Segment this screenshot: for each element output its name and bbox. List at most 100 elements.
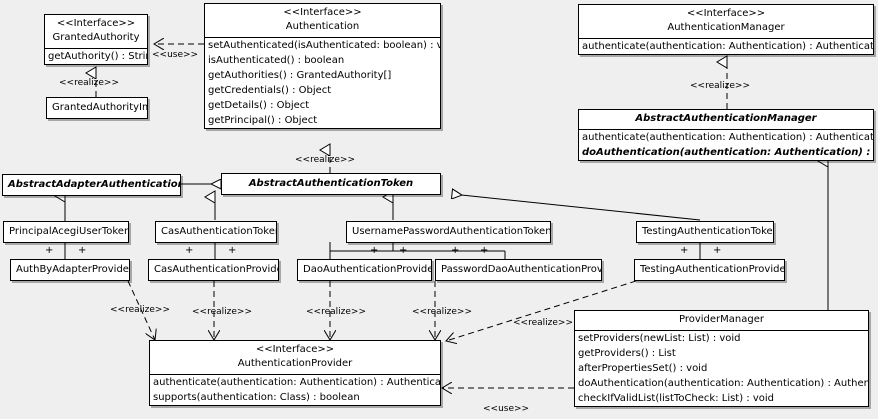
class-box-abstract-adapter-authentication-token[interactable]: AbstractAdapterAuthenticationToken (2, 174, 181, 196)
member-row: getDetails() : Object (208, 100, 310, 111)
class-members: getAuthority() : String (45, 48, 147, 64)
class-header: PrincipalAcegiUserToken (4, 222, 128, 242)
class-box-username-password-authentication-token[interactable]: UsernamePasswordAuthenticationToken (346, 221, 551, 243)
class-header: DaoAuthenticationProvider (298, 260, 431, 280)
class-header: UsernamePasswordAuthenticationToken (347, 222, 550, 242)
member-row: doAuthentication(authentication: Authent… (578, 378, 868, 389)
class-name: AuthByAdapterProvider (16, 264, 130, 275)
class-header: AbstractAuthenticationManager (579, 110, 873, 129)
class-name: AuthenticationManager (667, 22, 785, 33)
class-header: ProviderManager (575, 311, 868, 330)
assoc-plus-marker: + (45, 245, 54, 256)
class-name: AbstractAdapterAuthenticationToken (8, 179, 180, 190)
member-row: getAuthorities() : GrantedAuthority[] (208, 70, 392, 81)
class-header: <<Interface>> Authentication (205, 4, 440, 37)
edge-label-use-provider-manager: <<use>> (483, 404, 530, 414)
class-name: PrincipalAcegiUserToken (9, 226, 129, 237)
assoc-plus-marker: + (78, 245, 87, 256)
edge-label-use-granted-authority: <<use>> (152, 50, 199, 60)
class-box-granted-authority[interactable]: <<Interface>> GrantedAuthority getAuthor… (44, 14, 148, 65)
member-row: getPrincipal() : Object (208, 115, 318, 126)
class-name: CasAuthenticationProvider (154, 264, 279, 275)
stereotype-label: <<Interface>> (686, 8, 766, 19)
class-header: CasAuthenticationProvider (149, 260, 278, 280)
class-members: setAuthenticated(isAuthenticated: boolea… (205, 37, 440, 128)
class-box-testing-authentication-provider[interactable]: TestingAuthenticationProvider (634, 259, 785, 281)
member-row: doAuthentication(authentication: Authent… (582, 147, 873, 158)
assoc-plus-marker: + (185, 245, 194, 256)
class-header: AbstractAuthenticationToken (222, 174, 440, 194)
edge-label-realize-abstract-authentication-manager: <<realize>> (690, 81, 750, 91)
class-box-auth-by-adapter-provider[interactable]: AuthByAdapterProvider (10, 259, 130, 281)
class-header: <<Interface>> GrantedAuthority (45, 15, 147, 48)
member-row: getCredentials() : Object (208, 85, 332, 96)
edge-generalize-testingauthenticationtoken (452, 194, 701, 221)
class-box-abstract-authentication-token[interactable]: AbstractAuthenticationToken (221, 173, 441, 195)
member-row: checkIfValidList(listToCheck: List) : vo… (578, 393, 775, 404)
class-box-principal-acegi-user-token[interactable]: PrincipalAcegiUserToken (3, 221, 129, 243)
assoc-plus-marker: + (399, 245, 408, 256)
class-header: <<Interface>> AuthenticationProvider (150, 341, 440, 374)
edge-label-realize-cas-authentication-provider: <<realize>> (192, 307, 252, 317)
class-name: DaoAuthenticationProvider (303, 264, 432, 275)
member-row: authenticate(authentication: Authenticat… (582, 41, 874, 52)
class-name: ProviderManager (678, 314, 764, 325)
member-row: getProviders() : List (578, 348, 676, 359)
class-box-cas-authentication-token[interactable]: CasAuthenticationToken (155, 221, 277, 243)
member-row: isAuthenticated() : boolean (208, 55, 345, 66)
class-box-granted-authority-impl[interactable]: GrantedAuthorityImpl (46, 97, 148, 119)
class-name: TestingAuthenticationProvider (640, 264, 785, 275)
member-row: supports(authentication: Class) : boolea… (153, 392, 360, 403)
class-header: AbstractAdapterAuthenticationToken (3, 175, 180, 195)
assoc-plus-marker: + (451, 245, 460, 256)
edge-label-realize-password-dao-authentication-provider: <<realize>> (412, 307, 472, 317)
class-header: <<Interface>> AuthenticationManager (579, 5, 873, 38)
class-header: AuthByAdapterProvider (11, 260, 129, 280)
class-box-authentication-provider[interactable]: <<Interface>> AuthenticationProvider aut… (149, 340, 441, 406)
class-box-authentication[interactable]: <<Interface>> Authentication setAuthenti… (204, 3, 441, 129)
class-name: AuthenticationProvider (237, 358, 353, 369)
edge-label-realize-dao-authentication-provider: <<realize>> (306, 307, 366, 317)
class-members: authenticate(authentication: Authenticat… (150, 374, 440, 405)
assoc-plus-marker: + (680, 245, 689, 256)
class-name: UsernamePasswordAuthenticationToken (352, 226, 551, 237)
assoc-usernamepasswordtoken-daoprovider (329, 242, 506, 259)
class-box-dao-authentication-provider[interactable]: DaoAuthenticationProvider (297, 259, 432, 281)
class-name: AbstractAuthenticationManager (635, 113, 817, 124)
assoc-plus-marker: + (480, 245, 489, 256)
edge-label-realize-abstract-authentication-token: <<realize>> (295, 155, 355, 165)
class-name: AbstractAuthenticationToken (248, 178, 414, 189)
stereotype-label: <<Interface>> (255, 344, 335, 355)
class-box-cas-authentication-provider[interactable]: CasAuthenticationProvider (148, 259, 279, 281)
class-members: setProviders(newList: List) : void getPr… (575, 330, 868, 406)
class-header: CasAuthenticationToken (156, 222, 276, 242)
class-box-testing-authentication-token[interactable]: TestingAuthenticationToken (636, 221, 774, 243)
class-header: TestingAuthenticationToken (637, 222, 773, 242)
class-header: PasswordDaoAuthenticationProvider (436, 260, 601, 280)
member-row: setAuthenticated(isAuthenticated: boolea… (208, 40, 441, 51)
assoc-plus-marker: + (370, 245, 379, 256)
member-row: setProviders(newList: List) : void (578, 333, 741, 344)
class-header: GrantedAuthorityImpl (47, 98, 147, 118)
assoc-plus-marker: + (713, 245, 722, 256)
member-row: afterPropertiesSet() : void (578, 363, 708, 374)
assoc-plus-marker: + (228, 245, 237, 256)
class-header: TestingAuthenticationProvider (635, 260, 784, 280)
member-row: getAuthority() : String (48, 51, 148, 62)
class-members: authenticate(authentication: Authenticat… (579, 129, 873, 160)
class-name: GrantedAuthorityImpl (52, 102, 147, 113)
class-name: TestingAuthenticationToken (642, 226, 774, 237)
class-box-abstract-authentication-manager[interactable]: AbstractAuthenticationManager authentica… (578, 109, 874, 161)
class-box-authentication-manager[interactable]: <<Interface>> AuthenticationManager auth… (578, 4, 874, 55)
stereotype-label: <<Interface>> (56, 18, 136, 29)
class-name: CasAuthenticationToken (161, 226, 277, 237)
class-name: GrantedAuthority (52, 32, 140, 43)
class-name: PasswordDaoAuthenticationProvider (441, 264, 601, 275)
member-row: authenticate(authentication: Authenticat… (582, 132, 874, 143)
edge-label-realize-testing-authentication-provider: <<realize>> (513, 318, 573, 328)
class-box-provider-manager[interactable]: ProviderManager setProviders(newList: Li… (574, 310, 869, 407)
class-box-password-dao-authentication-provider[interactable]: PasswordDaoAuthenticationProvider (435, 259, 602, 281)
class-members: authenticate(authentication: Authenticat… (579, 38, 873, 54)
class-name: Authentication (285, 21, 360, 32)
